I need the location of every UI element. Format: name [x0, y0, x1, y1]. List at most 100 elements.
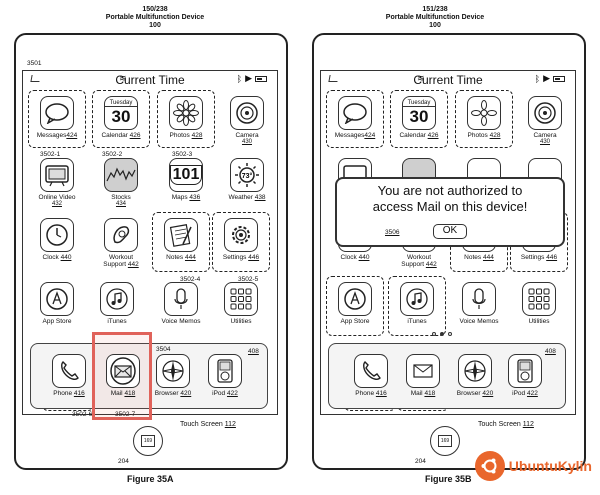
left-app-voice-memos[interactable]: Voice Memos [156, 282, 206, 325]
grid-icon [224, 282, 258, 316]
gear-icon [224, 218, 258, 252]
right-device-frame [312, 33, 586, 470]
left-dock-ref: 408 [248, 348, 259, 355]
right-app-camera[interactable]: Camera 430 [520, 96, 570, 146]
left-sheet-number: 150/238 [142, 6, 168, 13]
ipod-icon [508, 354, 542, 388]
alert-ok-button[interactable]: OK [433, 224, 467, 239]
left-app-app-store[interactable]: App Store [32, 282, 82, 325]
left-app-messages[interactable]: Messages424 [32, 96, 82, 139]
right-mark-app-store [326, 276, 384, 336]
left-app-settings[interactable]: Settings 446 [216, 218, 266, 261]
authorization-alert: You are not authorized to access Mail on… [335, 177, 565, 247]
svg-text:73°: 73° [242, 172, 253, 180]
left-app-browser[interactable]: Browser 420 [148, 354, 198, 397]
left-app-itunes[interactable]: iTunes [92, 282, 142, 325]
left-app-phone[interactable]: Phone 416 [44, 354, 94, 397]
right-app-phone[interactable]: Phone 416 [346, 354, 396, 397]
envelope-icon [106, 354, 140, 388]
left-callout-3504: 3504 [156, 346, 171, 353]
compass-icon [156, 354, 190, 388]
battery-icon [255, 75, 267, 82]
workout-shoe-icon [104, 218, 138, 252]
watermark: UbuntuKylin [474, 451, 592, 481]
app-store-icon [338, 282, 372, 316]
left-device-title: Portable Multifunction Device [105, 14, 205, 21]
left-app-online-video[interactable]: Online Video 432 [32, 158, 82, 208]
left-home-button[interactable]: 169 [133, 426, 163, 456]
left-app-notes[interactable]: Notes 444 [156, 218, 206, 261]
alert-message-line2: access Mail on this device! [372, 199, 528, 214]
left-app-camera[interactable]: Camera 430 [222, 96, 272, 146]
right-app-app-store[interactable]: App Store [330, 282, 380, 325]
right-mark-photos [455, 90, 513, 148]
right-device-ref: 100 [429, 22, 441, 29]
right-mark-calendar [390, 90, 448, 148]
left-mark-calendar [92, 90, 150, 148]
right-status-icons: ᛒ ▶ [535, 73, 565, 84]
left-app-clock[interactable]: Clock 440 [32, 218, 82, 261]
wifi-icon: ≋ [417, 73, 425, 83]
grid-icon [522, 282, 556, 316]
left-mark-photos [157, 90, 215, 148]
right-page-indicator[interactable] [432, 332, 452, 336]
right-status-bar: ≋ Current Time ᛒ ▶ [321, 71, 575, 87]
page-dot [448, 332, 452, 336]
left-app-ipod[interactable]: iPod 422 [200, 354, 250, 397]
clock-icon [40, 218, 74, 252]
alert-ref: 3506 [385, 229, 400, 236]
left-figure-caption: Figure 35A [127, 474, 174, 484]
tv-icon [40, 158, 74, 192]
left-app-stocks[interactable]: Stocks 434 [96, 158, 146, 208]
left-callout-3502-7: 3502-7 [115, 411, 136, 418]
right-app-ipod[interactable]: iPod 422 [500, 354, 550, 397]
left-home-ref: 169 [141, 435, 155, 447]
left-callout-3502-3: 3502-3 [172, 151, 193, 158]
right-sheet-number: 151/238 [422, 6, 448, 13]
left-device-ref: 100 [149, 22, 161, 29]
speech-bubble-icon [40, 96, 74, 130]
calendar-icon: Tuesday 30 [104, 96, 138, 130]
left-sheet-header: 150/238 Portable Multifunction Device 10… [100, 6, 210, 30]
left-app-mail[interactable]: Mail 418 [98, 354, 148, 397]
right-figure-caption: Figure 35B [425, 474, 472, 484]
compass-icon [458, 354, 492, 388]
left-app-weather[interactable]: 73° Weather 438 [222, 158, 272, 201]
left-callout-3502-2: 3502-2 [102, 151, 123, 158]
left-app-workout[interactable]: Workout Support 442 [96, 218, 146, 268]
left-screen-ref: 3501 [27, 60, 42, 67]
calendar-icon: Tuesday 30 [402, 96, 436, 130]
left-app-photos[interactable]: Photos 428 [161, 96, 211, 139]
envelope-icon [406, 354, 440, 388]
right-touch-screen-label: Touch Screen 112 [478, 421, 534, 428]
ipod-icon [208, 354, 242, 388]
left-home-callout: 204 [118, 458, 129, 465]
right-app-utilities[interactable]: Utilities [514, 282, 564, 325]
left-app-utilities[interactable]: Utilities [216, 282, 266, 325]
right-mark-messages [326, 90, 384, 148]
right-home-button[interactable]: 169 [430, 426, 460, 456]
stocks-chart-icon [104, 158, 138, 192]
left-callout-3502-6: 3502-6 [72, 411, 93, 418]
left-callout-3502-5: 3502-5 [238, 276, 259, 283]
right-app-voice-memos[interactable]: Voice Memos [454, 282, 504, 325]
left-app-maps[interactable]: 101 Maps 436 [161, 158, 211, 201]
page-dot [432, 332, 436, 336]
right-current-time: Current Time [413, 73, 483, 87]
right-app-mail[interactable]: Mail 418 [398, 354, 448, 397]
wifi-icon: ≋ [119, 73, 127, 83]
left-device-frame [14, 33, 288, 470]
highway-sign-icon: 101 [169, 158, 203, 192]
right-app-photos[interactable]: Photos 428 [459, 96, 509, 139]
bluetooth-icon: ᛒ [534, 73, 541, 84]
left-mark-notes [152, 212, 210, 272]
right-dock-ref: 408 [545, 348, 556, 355]
right-app-calendar[interactable]: Tuesday 30 Calendar 426 [394, 96, 444, 139]
left-app-calendar[interactable]: Tuesday 30 Calendar 426 [96, 96, 146, 139]
microphone-icon [164, 282, 198, 316]
watermark-text: UbuntuKylin [508, 458, 592, 474]
right-app-itunes[interactable]: iTunes [392, 282, 442, 325]
right-app-messages[interactable]: Messages424 [330, 96, 380, 139]
music-note-icon [100, 282, 134, 316]
right-app-browser[interactable]: Browser 420 [450, 354, 500, 397]
